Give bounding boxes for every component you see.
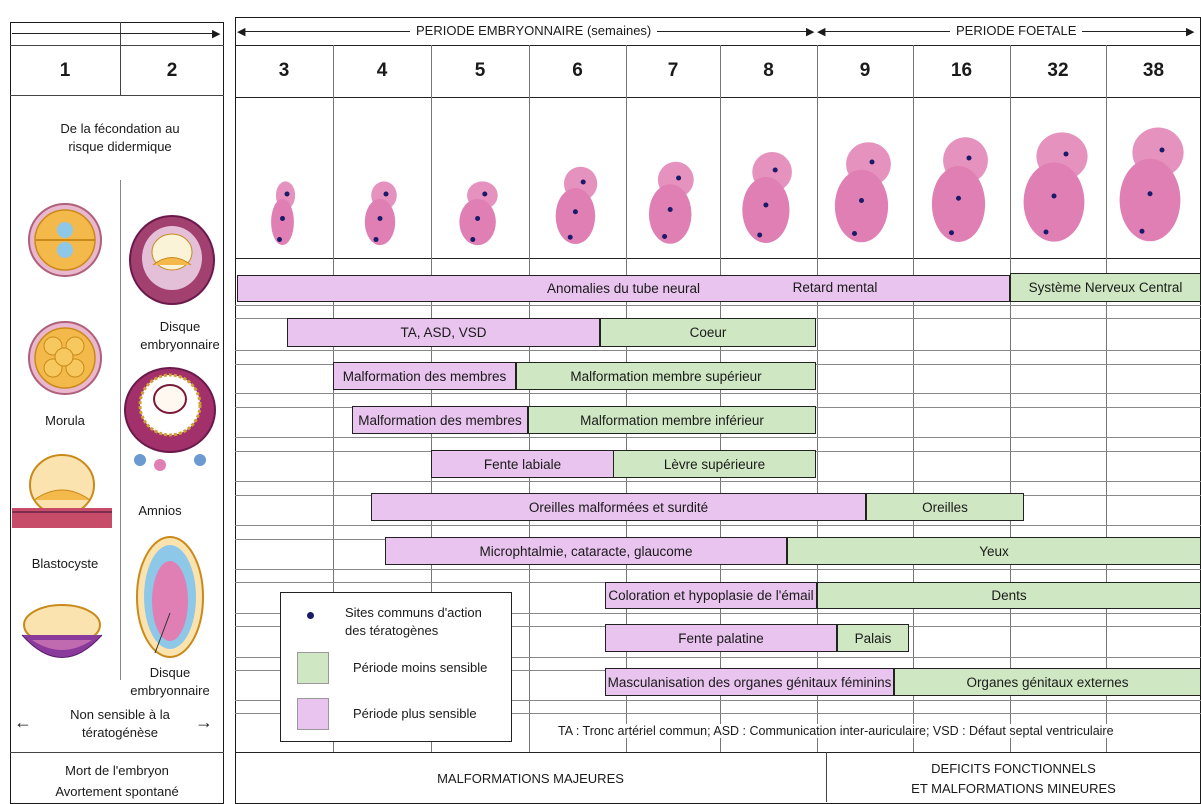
legend-green-swatch (297, 652, 329, 684)
arrow-left-icon: ◀ (817, 25, 825, 38)
deficits-label-2: ET MALFORMATIONS MINEURES (826, 780, 1201, 798)
malformation-bar: Organes génitaux externes (894, 668, 1201, 696)
malformation-bar: Masculanisation des organes génitaux fém… (605, 668, 894, 696)
embryo-illustration (1018, 130, 1098, 250)
left-divider (10, 45, 224, 46)
col-number-2: 2 (120, 60, 224, 82)
row-line (235, 437, 1201, 438)
malformation-bar: Microphtalmie, cataracte, glaucome (385, 537, 787, 565)
week-number: 4 (333, 60, 431, 82)
embryo-illustration (738, 150, 800, 250)
row-line (235, 525, 1201, 526)
malformation-bar: Lèvre supérieure (613, 450, 816, 478)
disque-embryonnaire-label-1: Disque embryonnaire (140, 318, 220, 354)
arrow-right-icon: ▶ (1186, 25, 1194, 38)
malformation-bar: Fente labiale (431, 450, 614, 478)
bar-label: Retard mental (720, 280, 950, 295)
malformations-majeures-label: MALFORMATIONS MAJEURES (235, 770, 826, 788)
footnote: TA : Tronc artériel commun; ASD : Commun… (556, 724, 1116, 738)
malformation-bar: Système Nerveux Central (1010, 273, 1201, 302)
malformation-bar: Malformation membre supérieur (516, 362, 816, 390)
arrow-line (12, 33, 217, 34)
legend-sites-label: Sites communs d'action des tératogènes (345, 604, 505, 640)
arrow-right-icon: ▶ (806, 25, 814, 38)
disque-embryonnaire-label-2: Disque embryonnaire (115, 664, 225, 700)
arrow-right-icon: ▶ (212, 27, 220, 40)
week-number: 8 (720, 60, 817, 82)
header-divider (235, 97, 1201, 98)
arrow-left-icon: ← (14, 712, 32, 733)
embryo-illustration (552, 165, 604, 250)
embryonic-period-label: PERIODE EMBRYONNAIRE (semaines) (410, 23, 657, 38)
malformation-bar: Dents (817, 582, 1201, 609)
week-number: 16 (913, 60, 1010, 82)
mort-embryon-label: Mort de l'embryon (10, 762, 224, 780)
malformation-bar: Coloration et hypoplasie de l'émail (605, 582, 817, 609)
week-number: 32 (1010, 60, 1106, 82)
malformation-bar: Coeur (600, 318, 816, 347)
morula-illustration (25, 318, 105, 398)
legend-pink-swatch (297, 698, 329, 730)
row-line (235, 393, 1201, 394)
legend-plus-label: Période plus sensible (353, 706, 477, 721)
row-line (235, 305, 1201, 306)
week-number: 9 (817, 60, 913, 82)
embryo-illustration (645, 160, 701, 250)
fetal-period-label: PERIODE FOETALE (950, 23, 1082, 38)
arrow-right-icon: → (195, 712, 213, 733)
blastocyst-implant-illustration (12, 450, 112, 535)
week-number: 7 (626, 60, 720, 82)
malformation-bar: Palais (837, 624, 909, 652)
teratogen-site-icon (307, 612, 314, 619)
embryo-illustration (456, 180, 504, 250)
malformation-bar: Fente palatine (605, 624, 837, 652)
embryo-illustration (1114, 125, 1194, 250)
week-number: 5 (431, 60, 529, 82)
left-divider (10, 95, 224, 96)
amnios-label: Amnios (125, 502, 195, 520)
row-line (235, 481, 1201, 482)
footer-divider (235, 752, 1201, 753)
column-line (529, 45, 530, 752)
column-line (1010, 45, 1011, 752)
legend-moins-label: Période moins sensible (353, 660, 487, 675)
malformation-bar: Malformation membre inférieur (528, 406, 816, 434)
col-number-1: 1 (10, 60, 120, 82)
malformation-bar: Oreilles malformées et surdité (371, 493, 866, 521)
trophoblast-illustration (125, 210, 220, 310)
embryo-illustration (269, 180, 299, 250)
zygote-illustration (25, 200, 105, 280)
fecondation-label: De la fécondation au risque didermique (45, 120, 195, 156)
embryo-illustration (927, 135, 997, 250)
malformation-bar: Malformation des membres (352, 406, 528, 434)
malformation-bar: Oreilles (866, 493, 1024, 521)
week-number: 3 (235, 60, 333, 82)
column-line (913, 45, 914, 752)
week-number: 38 (1106, 60, 1201, 82)
amnion-illustration (135, 535, 205, 660)
avortement-label: Avortement spontané (10, 783, 224, 801)
header-divider (235, 258, 1201, 259)
embryonic-disc-illustration (120, 365, 220, 475)
header-divider (235, 45, 1201, 46)
row-line (235, 569, 1201, 570)
non-sensible-label: Non sensible à la tératogénèse (50, 706, 190, 742)
embryo-illustration (362, 180, 402, 250)
embryo-illustration (830, 140, 900, 250)
row-line (235, 350, 1201, 351)
arrow-left-icon: ◀ (237, 25, 245, 38)
blastocyst-illustration (12, 600, 112, 680)
week-number: 6 (529, 60, 626, 82)
morula-label: Morula (20, 412, 110, 430)
malformation-bar: TA, ASD, VSD (287, 318, 600, 347)
deficits-label-1: DEFICITS FONCTIONNELS (826, 760, 1201, 778)
malformation-bar: Yeux (787, 537, 1201, 565)
left-divider (10, 752, 224, 753)
malformation-bar: Malformation des membres (333, 362, 516, 390)
column-line (1106, 45, 1107, 752)
blastocyste-label: Blastocyste (15, 555, 115, 573)
